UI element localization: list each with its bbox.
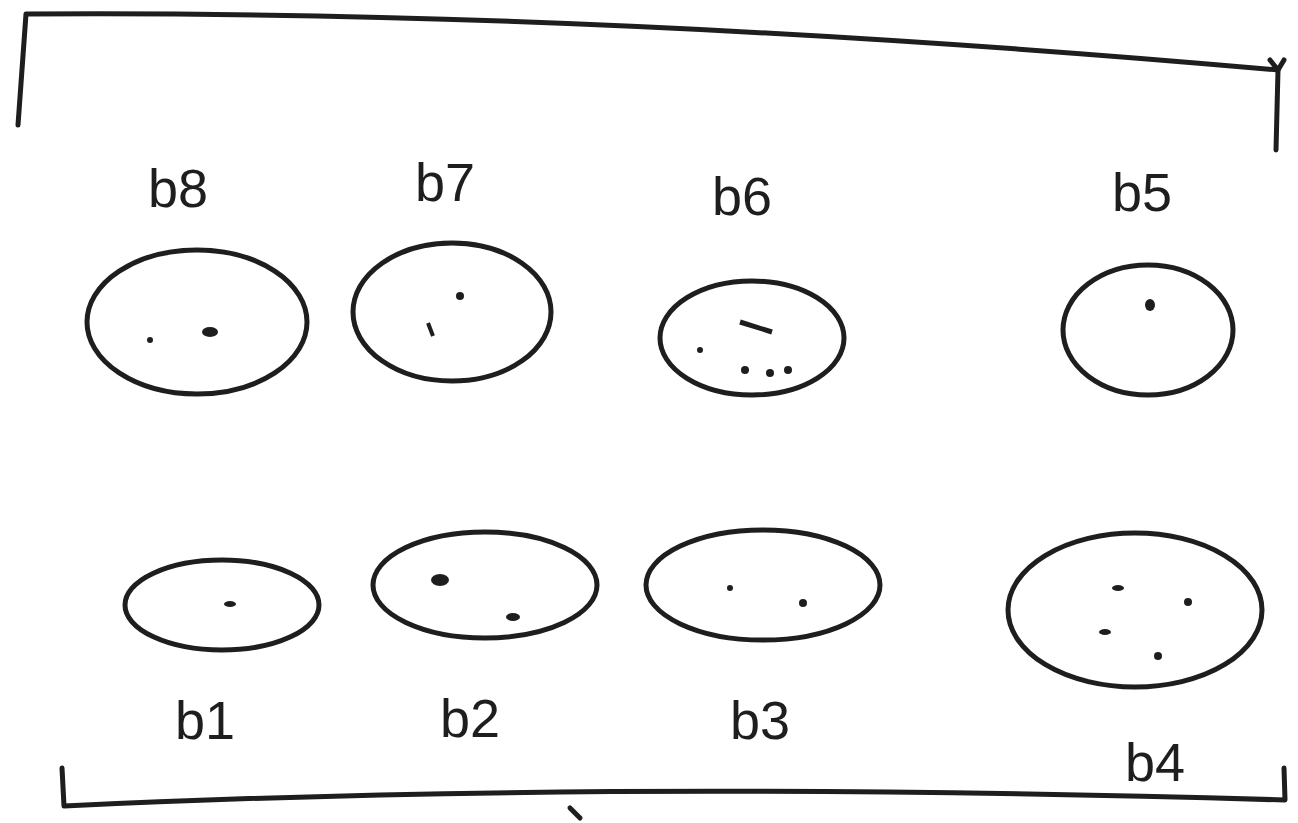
circle-label: b5 xyxy=(1112,165,1172,219)
circle-label: b7 xyxy=(415,155,475,209)
circle-label: b3 xyxy=(730,693,790,747)
circle-outline xyxy=(122,557,322,653)
circle-outline xyxy=(1060,262,1236,398)
circle-outline xyxy=(370,529,600,641)
bracket-tick xyxy=(1270,60,1284,70)
circle-label: b8 xyxy=(148,161,208,215)
circle-outline xyxy=(84,247,310,397)
circle-label: b1 xyxy=(175,693,235,747)
circle-label: b4 xyxy=(1125,735,1185,789)
seed-circle: b4 xyxy=(1005,530,1265,690)
pen-mark xyxy=(570,808,580,818)
seed-dots xyxy=(147,292,1192,660)
seed-circle: b7 xyxy=(350,240,554,384)
seed-circle: b2 xyxy=(370,529,600,641)
bottom-bracket xyxy=(62,768,1285,806)
circle-outline xyxy=(350,240,554,384)
seed-circle: b3 xyxy=(643,527,883,643)
circle-outline xyxy=(657,278,847,398)
seed-circle: b6 xyxy=(657,278,847,398)
top-bracket xyxy=(18,14,1278,150)
circle-label: b6 xyxy=(712,169,772,223)
circle-label: b2 xyxy=(440,691,500,745)
seed-circle: b5 xyxy=(1060,262,1236,398)
circle-outline xyxy=(1005,530,1265,690)
seed-circle: b8 xyxy=(84,247,310,397)
seed-circle: b1 xyxy=(122,557,322,653)
circle-outline xyxy=(643,527,883,643)
